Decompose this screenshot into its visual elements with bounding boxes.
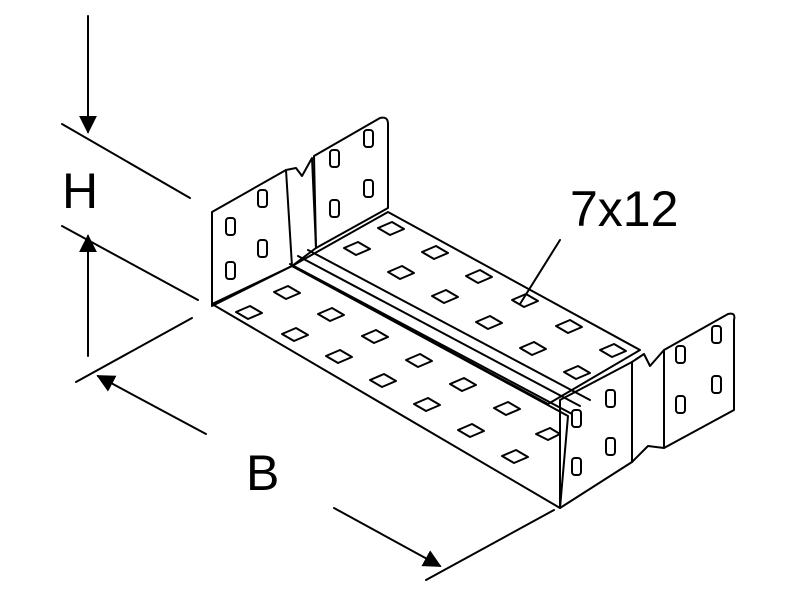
flange-hole	[257, 239, 268, 258]
right-flange-front-panel	[559, 361, 633, 509]
base-slot	[465, 269, 493, 284]
width-label: B	[246, 445, 280, 501]
flange-hole	[675, 345, 686, 364]
base-slot	[235, 305, 263, 320]
height-label: H	[62, 163, 99, 219]
flange-hole	[675, 395, 686, 414]
base-plate-back	[291, 211, 641, 405]
flange-holes	[225, 129, 722, 476]
right-flange-back-panel	[663, 312, 736, 449]
flange-hole	[711, 375, 722, 394]
height-extension-line-bottom	[61, 225, 199, 301]
base-plate-slots	[235, 221, 627, 464]
base-slot	[555, 319, 583, 334]
central-rib	[289, 249, 591, 415]
flange-hole	[329, 149, 340, 168]
flange-hole	[225, 261, 236, 280]
base-slot	[457, 423, 485, 438]
base-slot	[501, 449, 529, 464]
base-slot	[369, 373, 397, 388]
hole-size-label: 7x12	[570, 181, 679, 237]
base-slot	[273, 285, 301, 300]
base-slot	[599, 343, 627, 358]
height-extension-line-top	[61, 123, 191, 199]
base-slot	[325, 349, 353, 364]
base-slot	[317, 307, 345, 322]
bracket-body	[211, 116, 736, 509]
base-slot	[519, 341, 547, 356]
flange-hole	[363, 129, 374, 148]
flange-hole	[363, 179, 374, 198]
width-arrow-left	[96, 375, 207, 435]
base-slot	[475, 315, 503, 330]
width-arrow-right	[333, 507, 442, 567]
left-flange-fold	[285, 157, 317, 267]
width-extension-line-left	[75, 317, 193, 383]
base-slot	[361, 329, 389, 344]
left-flange-front-panel	[211, 169, 293, 307]
base-slot	[563, 365, 591, 380]
flange-hole	[605, 437, 616, 456]
width-dimension	[75, 317, 555, 581]
width-extension-line-right	[425, 509, 555, 581]
base-slot	[493, 401, 521, 416]
flange-hole	[329, 199, 340, 218]
base-slot	[511, 293, 539, 308]
base-slot	[377, 221, 405, 236]
right-flange-fold	[631, 349, 665, 463]
flange-hole	[225, 217, 236, 236]
height-dimension	[61, 15, 199, 357]
flange-hole	[571, 409, 582, 428]
left-flange-back-panel	[313, 116, 389, 249]
flange-hole	[711, 325, 722, 344]
flange-hole	[605, 389, 616, 408]
base-slot	[405, 353, 433, 368]
base-slot	[431, 289, 459, 304]
flange-hole	[571, 457, 582, 476]
base-slot	[421, 245, 449, 260]
base-slot	[281, 327, 309, 342]
base-slot	[535, 427, 561, 441]
flange-hole	[257, 189, 268, 208]
base-slot	[343, 241, 371, 256]
base-slot	[449, 377, 477, 392]
base-slot	[413, 397, 441, 412]
base-slot	[387, 265, 415, 280]
